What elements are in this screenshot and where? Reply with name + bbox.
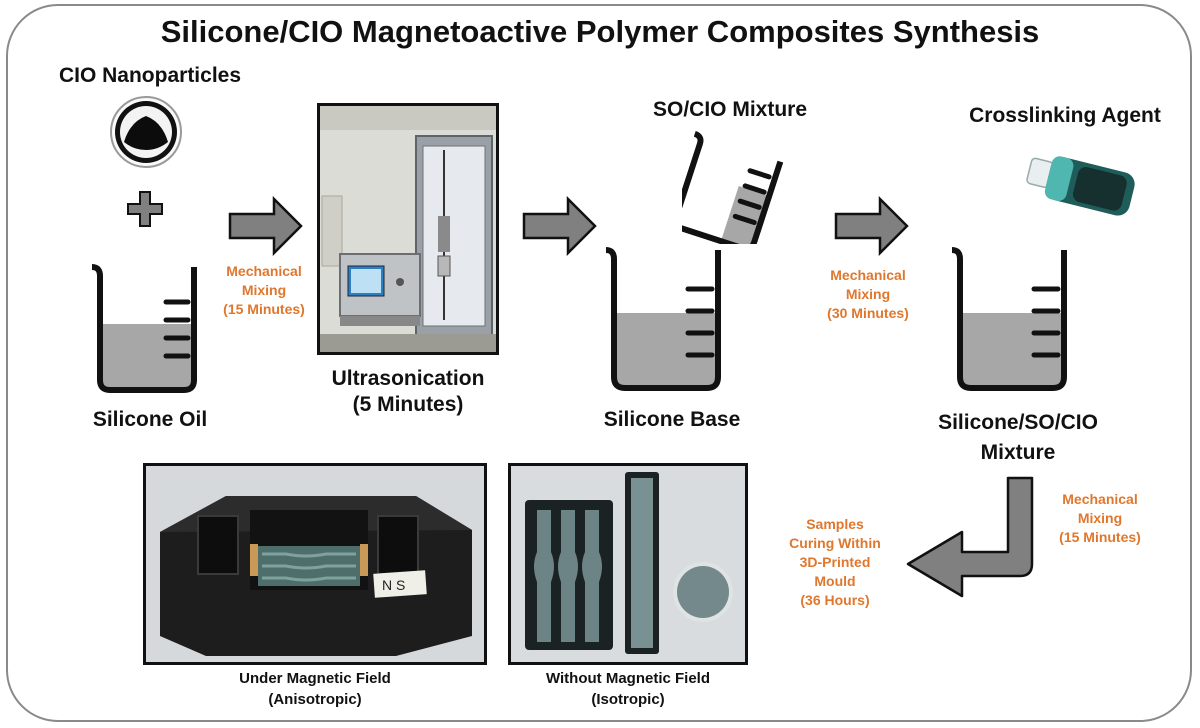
ultrasonication-label-line-2: (5 Minutes) xyxy=(352,393,464,416)
mixing-step-3-line-3: (15 Minutes) xyxy=(1059,529,1141,545)
mixing-step-1: Mechanical Mixing (15 Minutes) xyxy=(204,262,324,319)
mixing-step-2-line-3: (30 Minutes) xyxy=(827,305,909,321)
silicone-base-label: Silicone Base xyxy=(603,408,741,431)
silicone-oil-label: Silicone Oil xyxy=(92,408,208,431)
curing-step-line-3: 3D-Printed xyxy=(799,554,871,570)
isotropic-caption-line-2: (Isotropic) xyxy=(591,691,665,708)
curing-step-line-2: Curing Within xyxy=(789,535,881,551)
curing-step-line-1: Samples xyxy=(806,516,864,532)
silicone-base-beaker-icon xyxy=(602,245,732,395)
isotropic-sample-photo xyxy=(508,463,748,665)
final-mixture-beaker-icon xyxy=(948,245,1078,395)
mixing-step-1-line-1: Mechanical xyxy=(226,263,302,279)
anisotropic-caption-line-2: (Anisotropic) xyxy=(268,691,362,708)
nanoparticle-dish-icon xyxy=(106,92,186,172)
so-cio-mixture-label: SO/CIO Mixture xyxy=(652,98,808,121)
cio-nanoparticles-label: CIO Nanoparticles xyxy=(58,64,242,87)
final-mixture-label: Silicone/SO/CIO Mixture xyxy=(900,408,1136,468)
ultrasonication-label: Ultrasonication (5 Minutes) xyxy=(290,366,526,418)
crosslinker-bottle-icon xyxy=(1020,140,1140,240)
mixing-step-3-line-1: Mechanical xyxy=(1062,491,1138,507)
ultrasonication-photo xyxy=(317,103,499,355)
diagram-title: Silicone/CIO Magnetoactive Polymer Compo… xyxy=(160,14,1040,49)
mixing-step-2-line-1: Mechanical xyxy=(830,267,906,283)
final-mixture-label-line-1: Silicone/SO/CIO xyxy=(938,411,1098,434)
diagram-frame xyxy=(6,4,1192,722)
final-mixture-label-line-2: Mixture xyxy=(980,441,1056,464)
crosslinking-agent-label: Crosslinking Agent xyxy=(969,104,1161,127)
mixing-step-3-line-2: Mixing xyxy=(1077,510,1123,526)
plus-icon xyxy=(126,190,164,228)
process-arrow-1 xyxy=(228,196,304,256)
process-arrow-3 xyxy=(834,196,910,256)
ultrasonication-label-line-1: Ultrasonication xyxy=(331,367,485,390)
anisotropic-caption: Under Magnetic Field (Anisotropic) xyxy=(153,668,477,710)
isotropic-caption-line-1: Without Magnetic Field xyxy=(545,670,711,687)
process-arrow-2 xyxy=(522,196,598,256)
mixing-step-1-line-3: (15 Minutes) xyxy=(223,301,305,317)
curing-step: Samples Curing Within 3D-Printed Mould (… xyxy=(770,515,900,610)
curved-process-arrow xyxy=(904,474,1044,600)
isotropic-caption: Without Magnetic Field (Isotropic) xyxy=(498,668,758,710)
silicone-oil-beaker-icon xyxy=(88,262,208,397)
mixing-step-1-line-2: Mixing xyxy=(241,282,287,298)
mixing-step-2: Mechanical Mixing (30 Minutes) xyxy=(808,266,928,323)
mould-ns-label: N S xyxy=(382,577,405,593)
curing-step-line-4: Mould xyxy=(814,573,856,589)
so-cio-pouring-beaker-icon xyxy=(682,124,812,244)
mixing-step-3: Mechanical Mixing (15 Minutes) xyxy=(1040,490,1160,547)
anisotropic-caption-line-1: Under Magnetic Field xyxy=(239,670,391,687)
curing-step-line-5: (36 Hours) xyxy=(800,592,870,608)
mixing-step-2-line-2: Mixing xyxy=(845,286,891,302)
anisotropic-sample-photo: N S xyxy=(143,463,487,665)
